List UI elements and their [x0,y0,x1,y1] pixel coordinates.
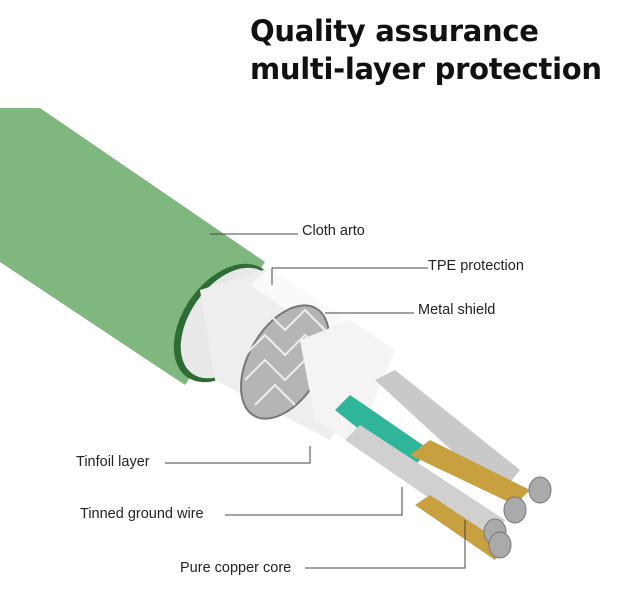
leader-lines [165,233,466,569]
title-line-2: multi-layer protection [250,52,602,86]
title-line-1: Quality assurance [250,14,539,48]
metal-shield [240,304,330,420]
label-pure-copper-core: Pure copper core [180,560,292,576]
wires [335,370,552,560]
tinfoil-layer [300,320,395,445]
label-tpe-protection: TPE protection [428,258,524,274]
label-tinned-ground-wire: Tinned ground wire [80,506,204,522]
label-cloth-arto: Cloth arto [302,223,365,239]
label-metal-shield: Metal shield [418,302,496,318]
label-tinfoil-layer: Tinfoil layer [76,454,150,470]
